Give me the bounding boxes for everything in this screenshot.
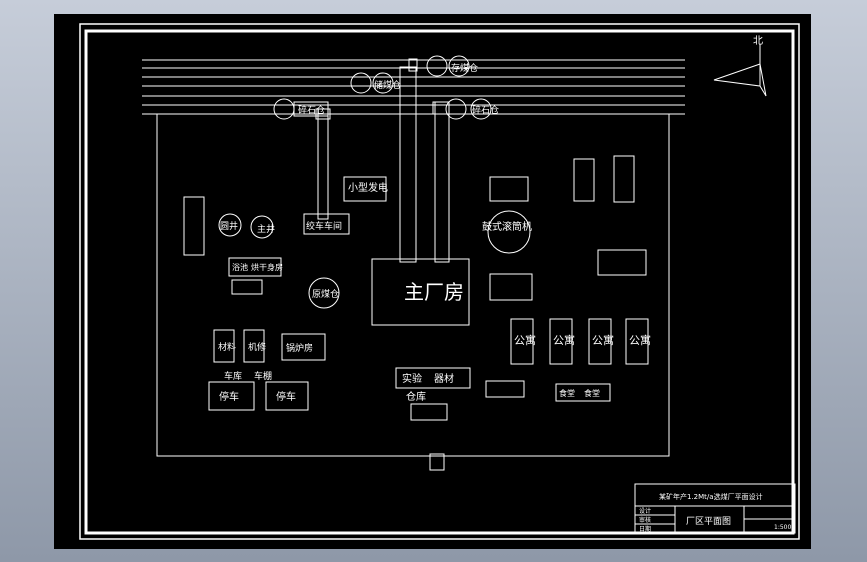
conveyor-label-2: 储煤仓 — [374, 79, 401, 91]
site-boundary — [156, 113, 670, 457]
main-plant-building — [371, 258, 470, 326]
wet-storage-label: 浴池 — [232, 262, 248, 272]
dorm-1-label: 公寓 — [514, 333, 536, 347]
boiler-house-label: 锅炉房 — [286, 342, 313, 354]
north-arrow-icon — [713, 44, 767, 97]
title-block-title: 某矿年产1.2Mt/a选煤厂平面设计 — [659, 492, 763, 501]
conveyor-bin-1: 碎石仓 — [273, 98, 329, 120]
hall-label: 圆井 — [220, 220, 238, 232]
dorm-3-label: 公寓 — [592, 333, 614, 347]
wet-dryer-building — [228, 257, 282, 277]
drum-mixer-label: 鼓式滚筒机 — [482, 220, 532, 233]
small-annex — [231, 279, 263, 295]
left-storage-building — [183, 196, 205, 256]
conveyor-label-3: 存煤仓 — [451, 62, 478, 74]
title-block-row-2: 审核 — [639, 516, 651, 524]
drum-mixer-circle — [487, 210, 531, 254]
conveyor-bin-4: 碎石仓 — [445, 98, 499, 120]
title-block-row-3: 日期 — [639, 525, 651, 533]
small-generator-label: 小型发电 — [348, 181, 388, 194]
canteen-b-label: 食堂 — [584, 388, 600, 398]
inner-frame — [84, 29, 795, 535]
timber-label: 材料 — [218, 341, 236, 353]
machine-shop-building — [243, 329, 265, 363]
conveyor-bin-3: 存煤仓 — [426, 55, 478, 77]
parking-shed-a-label: 停车 — [219, 390, 239, 403]
dorm-1 — [510, 318, 534, 365]
warehouse-label: 仓库 — [406, 390, 426, 403]
vertical-conveyors — [315, 58, 450, 263]
boiler-house-building — [281, 333, 326, 361]
raw-coal-bin-circle — [308, 277, 340, 309]
conveyor-label-4: 碎石仓 — [472, 104, 499, 116]
garage-label: 车库 — [224, 370, 242, 382]
title-block-row-1: 设计 — [639, 507, 651, 515]
canteen-building — [555, 383, 611, 402]
canteen-a-label: 食堂 — [559, 388, 575, 398]
right-small-building-a — [489, 176, 529, 202]
dorm-3 — [588, 318, 612, 365]
outer-frame — [79, 23, 800, 540]
parking-shed-a — [208, 381, 255, 411]
dorm-4-label: 公寓 — [629, 333, 651, 347]
machine-shop-label: 机修 — [248, 341, 266, 353]
equipment-label: 器材 — [434, 372, 454, 385]
site-plan-drawing: 北 碎石仓 储煤仓 存煤仓 碎石仓 — [79, 23, 800, 540]
timber-building — [213, 329, 235, 363]
dryer-label: 烘干身房 — [251, 262, 283, 272]
small-generator-building — [343, 176, 387, 202]
main-plant-label: 主厂房 — [404, 280, 464, 304]
conveyor-lines — [142, 59, 685, 115]
right-tall-building-b — [613, 155, 635, 203]
raw-coal-bin-label: 原煤仓 — [312, 288, 339, 300]
cad-viewport[interactable]: 北 碎石仓 储煤仓 存煤仓 碎石仓 — [54, 14, 811, 549]
title-block-drawing-name: 厂区平面图 — [686, 516, 731, 527]
main-shaft-label: 主井 — [257, 223, 275, 235]
dorm-4 — [625, 318, 649, 365]
main-shaft-circle — [250, 215, 274, 239]
parking-shed-b — [265, 381, 309, 411]
hoist-house-building — [303, 213, 350, 235]
title-block: 某矿年产1.2Mt/a选煤厂平面设计 厂区平面图 1:500 设计 审核 日期 — [634, 483, 796, 534]
conveyor-bin-2: 储煤仓 — [350, 72, 401, 94]
bike-shed-label: 车棚 — [254, 370, 272, 382]
title-block-scale: 1:500 — [774, 524, 791, 531]
dorm-2 — [549, 318, 573, 365]
right-tall-building-a — [573, 158, 595, 202]
warehouse-building — [410, 403, 448, 421]
compass-label: 北 — [753, 35, 763, 47]
gate-marker — [429, 453, 445, 471]
lab-label: 实验 — [402, 372, 422, 385]
right-small-building-c — [485, 380, 525, 398]
hoist-house-label: 绞车车间 — [306, 220, 342, 232]
parking-shed-b-label: 停车 — [276, 390, 296, 403]
right-small-building-b — [489, 273, 533, 301]
hall-circle — [218, 213, 242, 237]
conveyor-label-1: 碎石仓 — [298, 104, 325, 116]
dorm-2-label: 公寓 — [553, 333, 575, 347]
dormitories: 公寓 公寓 公寓 公寓 — [510, 318, 651, 365]
lab-equipment-building — [395, 367, 471, 389]
right-building-d — [597, 249, 647, 276]
